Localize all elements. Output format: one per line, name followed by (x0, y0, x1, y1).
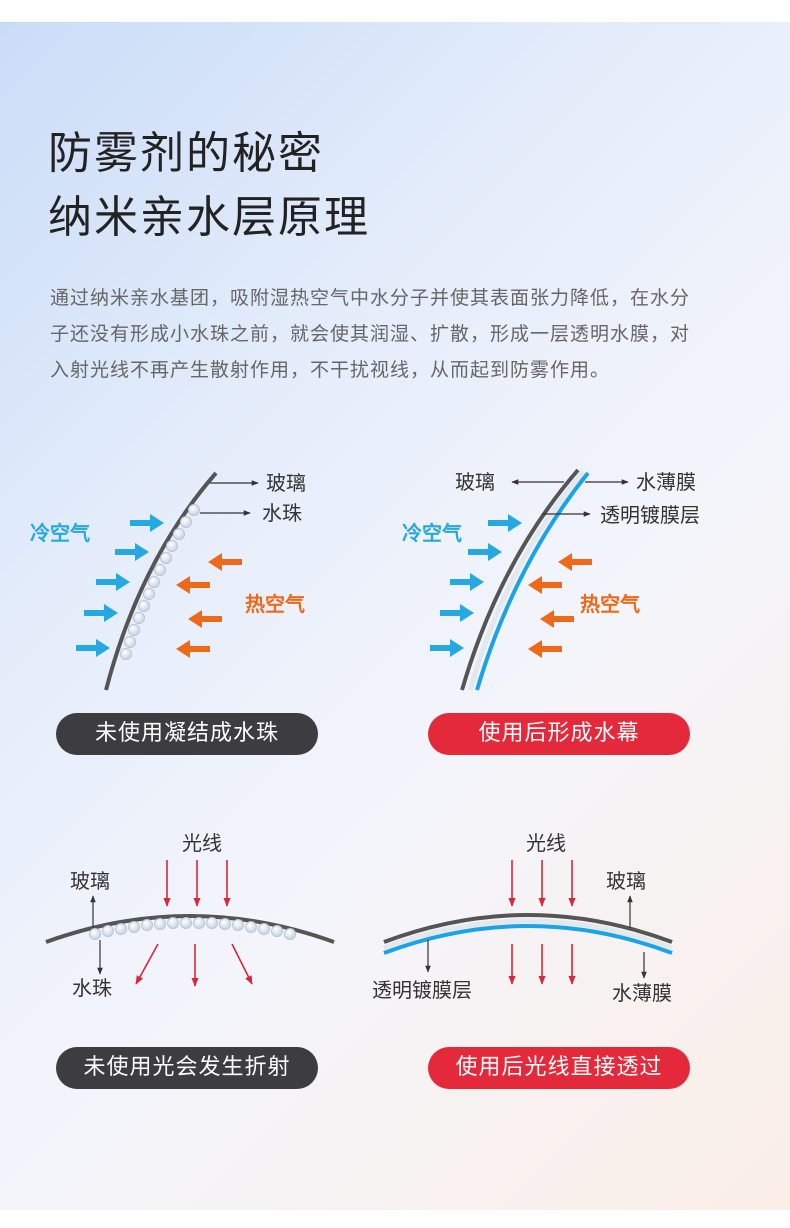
label-glass: 玻璃 (455, 470, 495, 494)
label-hot-air: 热空气 (245, 592, 305, 616)
refracted-light-arrows (135, 943, 253, 987)
caption-water-film: 使用后形成水幕 (428, 713, 690, 755)
label-droplets: 水珠 (262, 501, 302, 525)
diagram-droplets-condense: 玻璃 水珠 冷空气 热空气 (30, 471, 306, 691)
label-glass: 玻璃 (70, 869, 110, 893)
hot-air-arrows (176, 553, 242, 658)
water-film-curve (383, 924, 673, 955)
top-band (0, 0, 790, 22)
cold-air-arrows (76, 514, 164, 657)
water-film-curve (475, 471, 590, 691)
label-glass: 玻璃 (606, 869, 646, 893)
transmitted-light-arrows (508, 944, 576, 985)
droplet-column (120, 504, 200, 660)
label-light: 光线 (526, 831, 566, 855)
title-line-2: 纳米亲水层原理 (48, 192, 370, 243)
cold-air-arrows (430, 514, 522, 657)
diagram-light-passes: 光线 玻璃 透明镀膜层 水薄膜 (372, 831, 673, 1005)
hot-air-arrows (528, 553, 592, 658)
caption-droplets-condense: 未使用凝结成水珠 (56, 713, 318, 755)
label-coating: 透明镀膜层 (372, 978, 472, 1002)
label-coating: 透明镀膜层 (600, 503, 700, 527)
glass-curve (460, 468, 580, 691)
label-cold-air: 冷空气 (30, 521, 90, 545)
label-water-film: 水薄膜 (636, 470, 696, 494)
label-droplets: 水珠 (72, 976, 112, 1000)
label-glass: 玻璃 (266, 471, 306, 495)
caption-light-passes: 使用后光线直接透过 (428, 1047, 690, 1089)
film-base (467, 470, 585, 691)
glass-curve (45, 914, 335, 944)
label-water-film: 水薄膜 (612, 981, 672, 1005)
incoming-light-arrows (163, 860, 231, 907)
caption-light-refraction: 未使用光会发生折射 (56, 1047, 318, 1089)
incoming-light-arrows (508, 860, 576, 907)
droplet-row (89, 917, 296, 940)
diagram-light-refraction: 光线 (45, 831, 335, 1000)
label-cold-air: 冷空气 (402, 521, 462, 545)
description-paragraph: 通过纳米亲水基团，吸附湿热空气中水分子并使其表面张力降低，在水分子还没有形成小水… (50, 287, 691, 381)
label-hot-air: 热空气 (580, 592, 640, 616)
bottom-band (0, 1210, 790, 1228)
glass-curve (383, 913, 673, 944)
film-base (383, 918, 673, 951)
glass-curve (104, 471, 218, 691)
title-line-1: 防雾剂的秘密 (48, 128, 324, 179)
diagram-water-film: 玻璃 水薄膜 透明镀膜层 冷空气 热空气 (402, 468, 700, 691)
label-light: 光线 (182, 831, 222, 855)
